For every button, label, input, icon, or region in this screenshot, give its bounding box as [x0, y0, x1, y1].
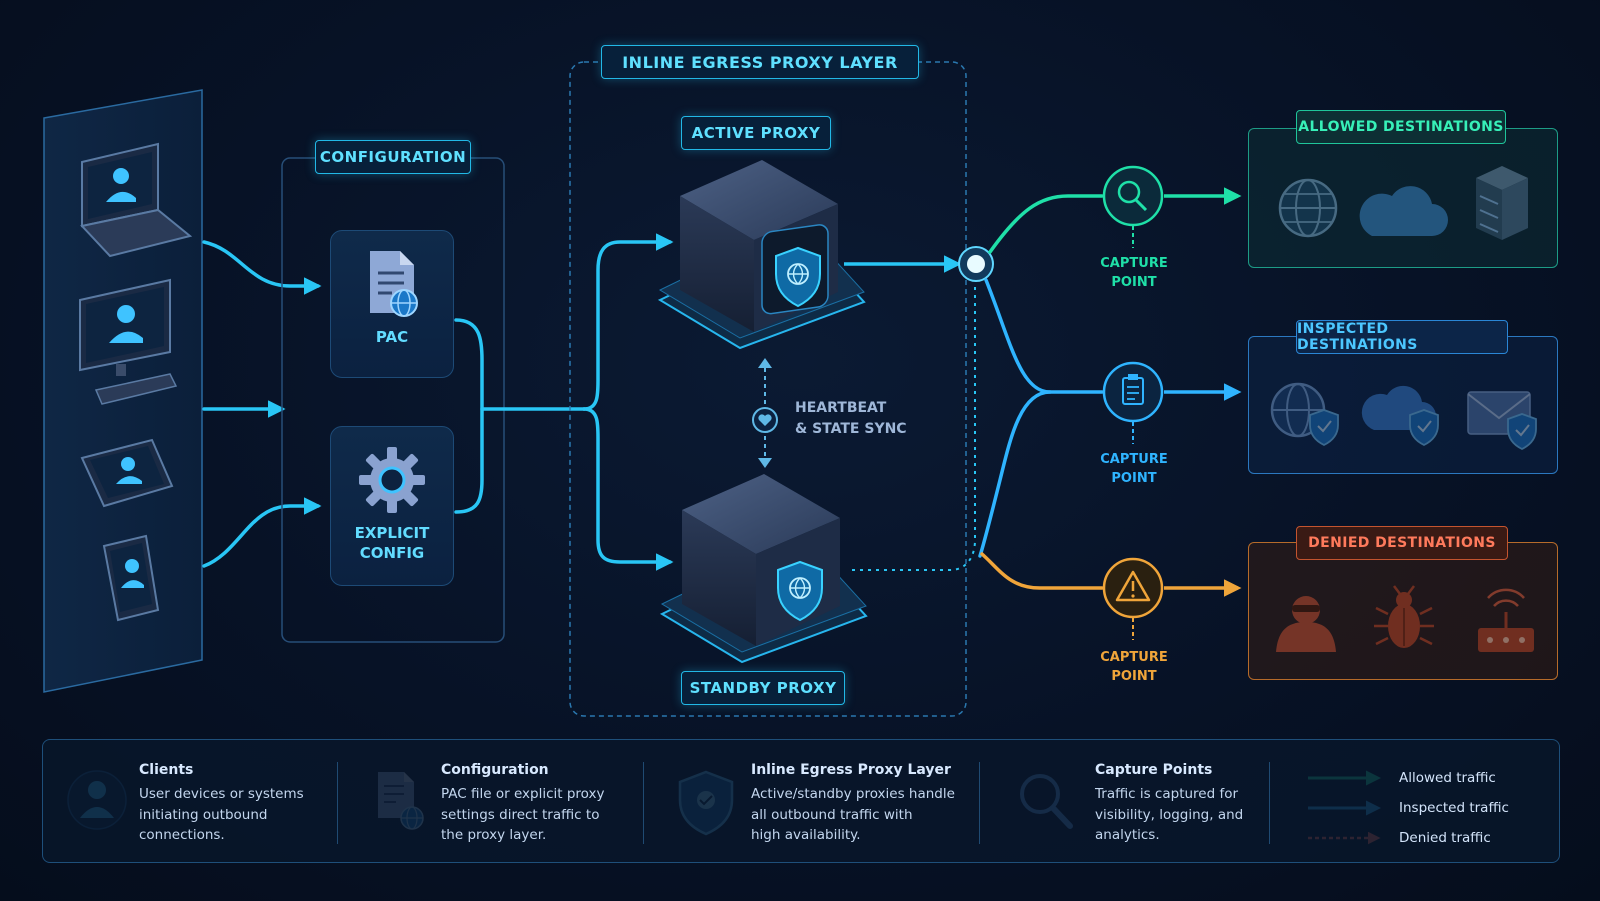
- capture-label-denied: CAPTURE POINT: [1089, 648, 1179, 686]
- pac-label: PAC: [375, 328, 409, 346]
- legend-capture-desc: Traffic is captured for visibility, logg…: [1095, 784, 1295, 846]
- tablet-user-icon: [80, 438, 174, 508]
- legend-allowed-label: Allowed traffic: [1399, 770, 1496, 786]
- legend-separator: [1269, 762, 1270, 844]
- legend-capture-line1: Traffic is captured for: [1095, 786, 1239, 802]
- active-proxy-title: ACTIVE PROXY: [681, 116, 831, 150]
- capture-label-inspected-line2: POINT: [1111, 471, 1157, 486]
- explicit-config-label-line2: CONFIG: [359, 544, 425, 562]
- heartbeat-line2: & STATE SYNC: [795, 421, 907, 437]
- legend-proxy-desc: Active/standby proxies handle all outbou…: [751, 784, 981, 846]
- legend-capture-line3: analytics.: [1095, 827, 1160, 843]
- traffic-hub-node: [958, 246, 994, 282]
- proxy-layer-title: INLINE EGRESS PROXY LAYER: [601, 45, 919, 79]
- standby-proxy-title: STANDBY PROXY: [681, 671, 845, 705]
- capture-label-inspected-line1: CAPTURE: [1100, 452, 1168, 467]
- allowed-destinations-title: ALLOWED DESTINATIONS: [1296, 110, 1506, 144]
- capture-label-denied-line2: POINT: [1111, 669, 1157, 684]
- legend-separator: [979, 762, 980, 844]
- pac-card: PAC: [330, 230, 454, 378]
- proxy-to-hub-connectors: [844, 255, 976, 571]
- phone-user-icon: [102, 534, 160, 622]
- explicit-config-label-line1: EXPLICIT: [354, 524, 430, 542]
- configuration-title: CONFIGURATION: [315, 140, 471, 174]
- legend-clients-line3: connections.: [139, 827, 225, 843]
- pac-document-icon: [370, 251, 418, 317]
- capture-label-denied-line1: CAPTURE: [1100, 650, 1168, 665]
- capture-label-inspected: CAPTURE POINT: [1089, 450, 1179, 488]
- capture-point-allowed: [1102, 165, 1164, 248]
- inspected-destinations-title: INSPECTED DESTINATIONS: [1296, 320, 1508, 354]
- capture-point-denied: [1102, 557, 1164, 640]
- hub-to-capture-connectors: [978, 194, 1104, 590]
- legend-separator: [337, 762, 338, 844]
- legend-proxy-line2: all outbound traffic with: [751, 806, 913, 823]
- capture-point-inspected: [1102, 361, 1164, 444]
- config-to-proxy-connectors: [454, 233, 674, 571]
- legend-separator: [643, 762, 644, 844]
- explicit-config-card: EXPLICIT CONFIG: [330, 426, 454, 586]
- active-proxy-server: [657, 160, 866, 350]
- capture-label-allowed-line1: CAPTURE: [1100, 256, 1168, 271]
- capture-label-allowed-line2: POINT: [1111, 275, 1157, 290]
- heartbeat-connector: [752, 358, 778, 468]
- legend-inspected-label: Inspected traffic: [1399, 800, 1509, 816]
- laptop-user-icon: [80, 142, 193, 258]
- client-to-config-connectors: [202, 240, 322, 568]
- legend-proxy-title: Inline Egress Proxy Layer: [751, 762, 951, 778]
- legend-capture-line2: visibility, logging, and: [1095, 806, 1244, 823]
- capture-to-destination-connectors: [1164, 187, 1242, 597]
- legend-clients-desc: User devices or systems initiating outbo…: [139, 784, 339, 846]
- legend-configuration-title: Configuration: [441, 762, 549, 778]
- legend-proxy-line1: Active/standby proxies handle: [751, 786, 955, 802]
- standby-proxy-server: [659, 474, 868, 664]
- denied-destinations-box: [1248, 542, 1558, 680]
- legend-clients-line2: initiating outbound: [139, 806, 268, 823]
- legend-proxy-line3: high availability.: [751, 827, 861, 843]
- legend-configuration-line1: PAC file or explicit proxy: [441, 786, 605, 802]
- inspected-destinations-box: [1248, 336, 1558, 474]
- legend-denied-label: Denied traffic: [1399, 830, 1491, 846]
- heartbeat-line1: HEARTBEAT: [795, 400, 887, 416]
- legend-clients-title: Clients: [139, 762, 194, 778]
- legend-configuration-desc: PAC file or explicit proxy settings dire…: [441, 784, 641, 846]
- denied-destinations-title: DENIED DESTINATIONS: [1296, 526, 1508, 560]
- legend-capture-title: Capture Points: [1095, 762, 1213, 778]
- gear-icon: [359, 447, 425, 513]
- legend-panel: Clients User devices or systems initiati…: [42, 739, 1560, 863]
- capture-label-allowed: CAPTURE POINT: [1089, 254, 1179, 292]
- legend-configuration-line3: the proxy layer.: [441, 827, 547, 843]
- legend-clients-line1: User devices or systems: [139, 786, 304, 802]
- heartbeat-label: HEARTBEAT & STATE SYNC: [795, 398, 907, 440]
- legend-configuration-line2: settings direct traffic to: [441, 806, 600, 823]
- allowed-destinations-box: [1248, 128, 1558, 268]
- monitor-user-icon: [79, 278, 178, 405]
